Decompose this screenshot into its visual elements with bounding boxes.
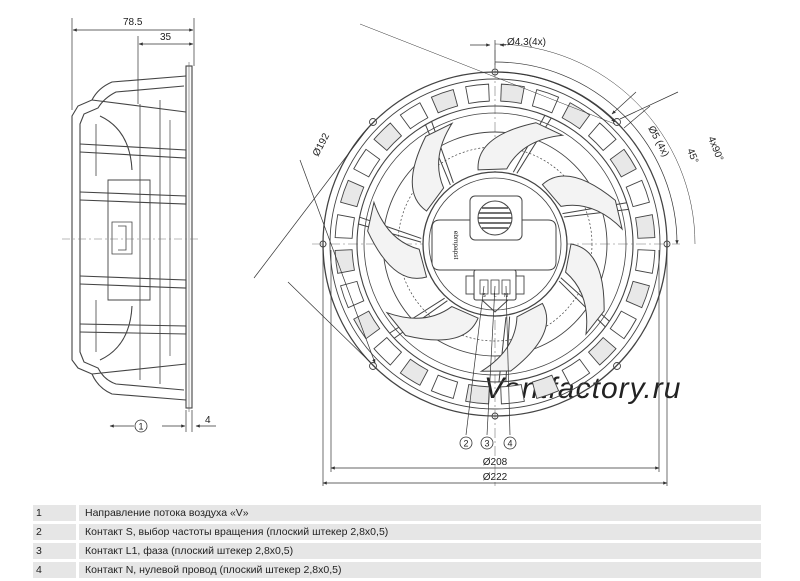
callout-4-label: 4 — [507, 439, 512, 449]
legend-text: Контакт S, выбор частоты вращения (плоск… — [76, 524, 761, 540]
callout-2-label: 2 — [463, 439, 468, 449]
fan-blade — [479, 302, 548, 372]
legend-number: 3 — [33, 543, 76, 559]
front-view — [312, 50, 680, 486]
ring-slot — [500, 83, 525, 104]
fan-blade — [477, 122, 565, 171]
ring-slot — [340, 280, 365, 309]
legend-text: Контакт N, нулевой провод (плоский штеке… — [76, 562, 761, 578]
fan-blade — [565, 243, 605, 336]
callout-1-label: 1 — [138, 422, 143, 432]
pin-label-s: S — [482, 293, 486, 299]
legend-number: 2 — [33, 524, 76, 540]
ring-slot — [353, 148, 381, 178]
fan-technical-drawing: Ventfactory.ru 78.5 35 4 1 — [62, 17, 725, 486]
callout-1: 1 — [134, 419, 148, 433]
legend-text: Направление потока воздуха «V» — [76, 505, 761, 521]
side-view — [62, 62, 200, 412]
dim-diameter-208: Ø208 — [483, 457, 508, 468]
legend-row: 4 Контакт N, нулевой провод (плоский ште… — [33, 562, 761, 578]
ring-slot — [587, 122, 617, 152]
ring-slot — [609, 310, 637, 340]
ring-slot — [334, 249, 355, 274]
legend-table: 1 Направление потока воздуха «V» 2 Конта… — [33, 502, 761, 581]
side-dimensions — [71, 18, 216, 432]
ring-slot — [625, 280, 650, 309]
dim-diameter-192: Ø192 — [311, 131, 332, 158]
dim-hole-small: Ø4.3(4x) — [507, 37, 546, 48]
pin-label-l: L — [493, 293, 496, 299]
dim-angle-offset: 45° — [684, 147, 700, 165]
ring-slot — [465, 384, 490, 405]
fan-blade — [367, 200, 428, 279]
ring-slot — [561, 358, 591, 386]
callout-3: 3 — [480, 436, 494, 450]
legend-row: 2 Контакт S, выбор частоты вращения (пло… — [33, 524, 761, 540]
legend-text: Контакт L1, фаза (плоский штекер 2,8x0,5… — [76, 543, 761, 559]
dim-depth-total: 78.5 — [123, 17, 143, 28]
ring-slot — [625, 179, 650, 208]
ring-slot — [531, 374, 560, 399]
ring-slot — [399, 102, 429, 130]
ring-slot — [635, 249, 656, 274]
ring-slot — [340, 179, 365, 208]
ring-slot — [353, 310, 381, 340]
fan-blades — [367, 122, 624, 372]
fan-blade — [385, 305, 479, 341]
front-dimensions — [253, 23, 696, 486]
ring-slot — [500, 384, 525, 405]
ring-slot — [373, 336, 403, 366]
ring-slot — [430, 374, 459, 399]
callout-3-label: 3 — [484, 439, 489, 449]
ring-slot — [430, 89, 459, 114]
callout-2: 2 — [459, 436, 473, 450]
callout-4: 4 — [503, 436, 517, 450]
dim-flange-thickness: 4 — [205, 415, 211, 426]
ring-slot — [531, 89, 560, 114]
legend-row: 3 Контакт L1, фаза (плоский штекер 2,8x0… — [33, 543, 761, 559]
ring-slot — [587, 336, 617, 366]
legend-row: 1 Направление потока воздуха «V» — [33, 505, 761, 521]
ring-slot — [561, 102, 591, 130]
fan-blade — [541, 175, 624, 231]
legend-number: 4 — [33, 562, 76, 578]
dim-diameter-222: Ø222 — [483, 472, 508, 483]
ring-slot — [399, 358, 429, 386]
dim-depth-flange: 35 — [160, 32, 172, 43]
fan-blade — [411, 122, 454, 212]
ring-slot — [334, 214, 355, 239]
legend-number: 1 — [33, 505, 76, 521]
brand-logo: ebmpapst — [452, 231, 459, 260]
ring-slot — [635, 214, 656, 239]
ring-slot — [609, 148, 637, 178]
ring-slot — [465, 83, 490, 104]
dim-angle-pattern: 4x90° — [705, 135, 725, 163]
ring-slot — [373, 122, 403, 152]
